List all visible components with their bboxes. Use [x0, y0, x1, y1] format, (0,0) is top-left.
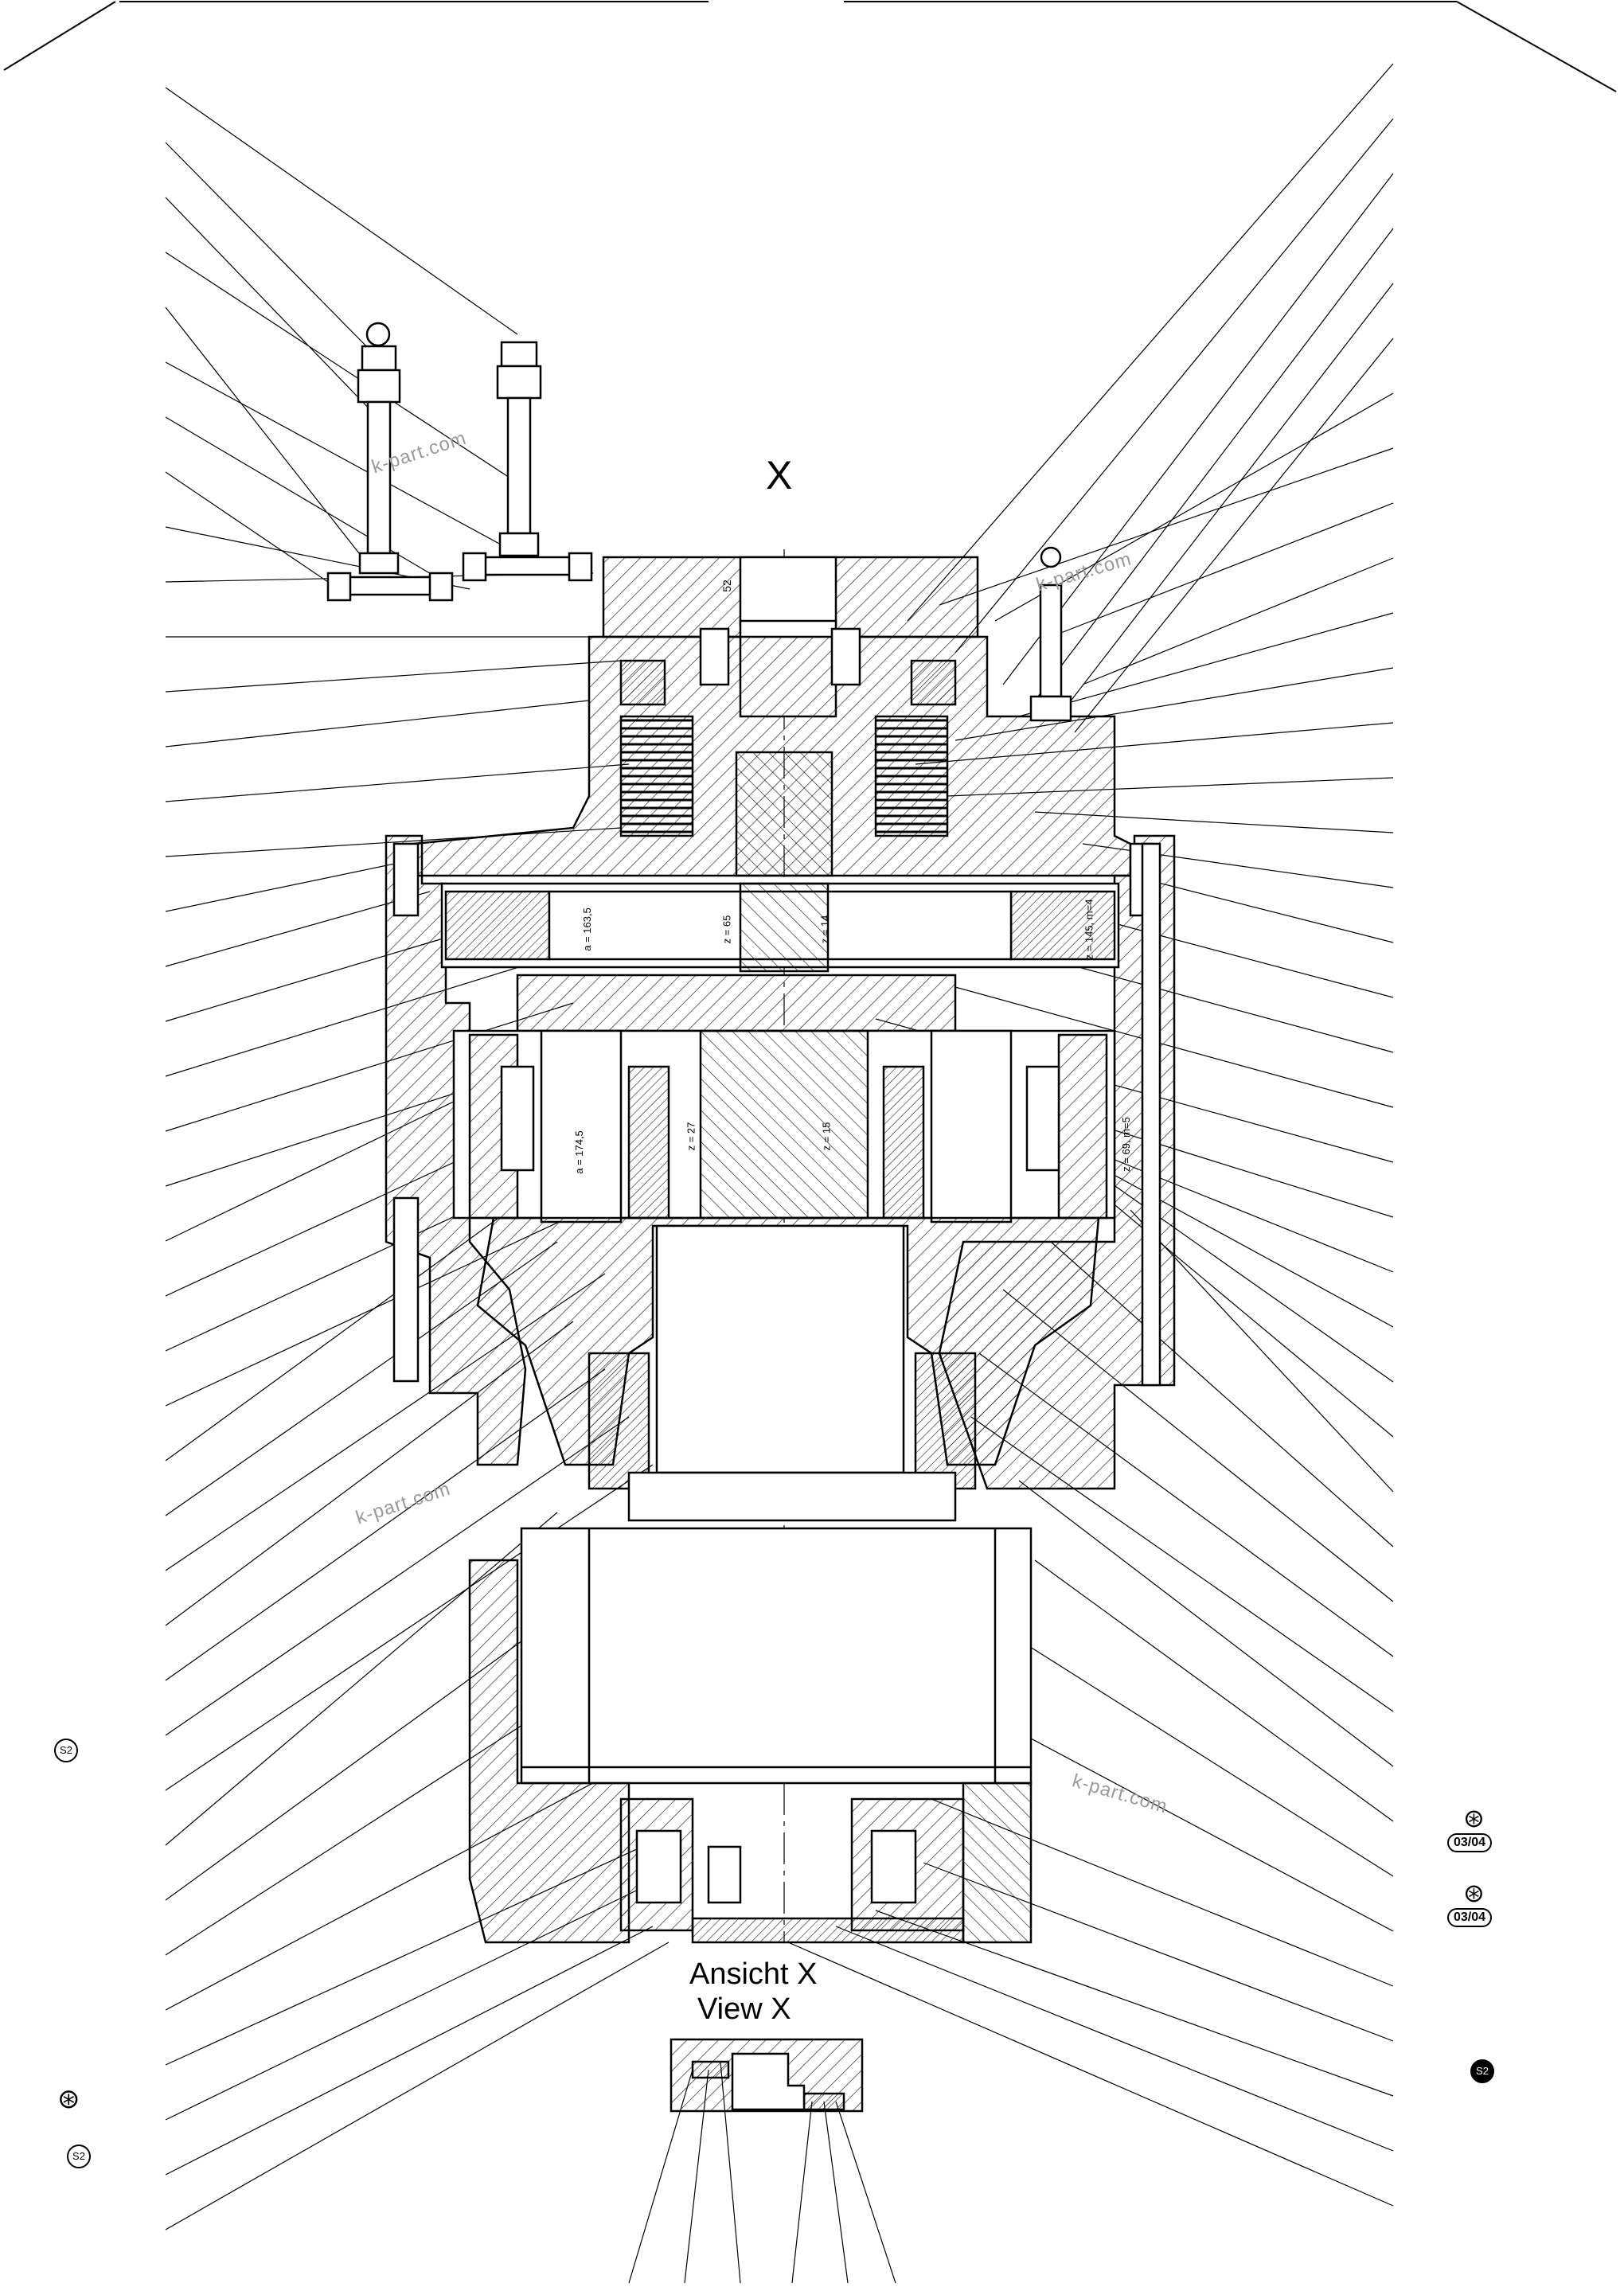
leader-line-right — [1050, 502, 1394, 638]
dim-z14: z = 14 — [818, 915, 831, 944]
leader-line-left — [165, 1368, 606, 1681]
crosshair-icon-left: ⊛ — [57, 2084, 80, 2114]
dim-z69: z = 69, m=5 — [1119, 1117, 1132, 1172]
leader-line-right — [1002, 173, 1394, 685]
title-border — [3, 1, 1617, 92]
leader-line-right — [1058, 283, 1394, 717]
lower-bearing — [468, 1559, 1033, 1944]
leader-line-left — [165, 1416, 630, 1736]
dim-z65: z = 65 — [720, 915, 733, 944]
leader-line-right — [787, 1942, 1394, 2207]
leader-line-left — [165, 197, 375, 415]
leader-line-left — [165, 471, 351, 598]
view-title-en: View X — [697, 1992, 791, 2026]
leader-line-left — [165, 252, 510, 478]
leader-line-right — [1034, 228, 1394, 701]
output-stage — [476, 1216, 1100, 1522]
leader-line-right — [1074, 338, 1394, 733]
crosshair-icon-right-1: ⊛ — [1463, 1804, 1485, 1832]
leader-line-left — [165, 1591, 590, 1901]
date-code-badge-1: 03/04 — [1447, 1833, 1493, 1852]
crosshair-icon-right-2: ⊛ — [1463, 1879, 1485, 1907]
leader-line-right — [1082, 557, 1394, 685]
leader-line-left — [165, 859, 415, 912]
leader-line-right — [907, 63, 1394, 622]
dim-z27: z = 27 — [685, 1122, 697, 1151]
hydraulic-fittings — [326, 322, 593, 602]
leader-line-detail — [823, 2101, 849, 2284]
right-cylinder — [1029, 546, 1072, 722]
leader-line-right — [1018, 612, 1394, 717]
leader-line-left — [165, 660, 622, 693]
leader-line-left — [165, 700, 590, 747]
leader-line-right — [994, 1719, 1394, 1932]
detail-view-x — [670, 2038, 864, 2113]
leader-line-right — [954, 118, 1394, 654]
section-mark-x: X — [766, 453, 793, 498]
date-code-badge-2: 03/04 — [1447, 1908, 1493, 1927]
stage-two — [452, 1029, 1116, 1224]
s2-marker-right: S2 — [1470, 2059, 1494, 2083]
leader-line-left — [165, 1464, 654, 1791]
leader-line-left — [165, 361, 510, 550]
dim-a1745: a = 174,5 — [572, 1130, 585, 1174]
dim-z145: z = 145, m=4 — [1083, 899, 1095, 960]
leader-line-right — [1018, 1639, 1394, 1877]
leader-line-left — [165, 87, 518, 335]
leader-line-left — [165, 1926, 654, 2176]
leader-line-detail — [791, 2101, 813, 2284]
leader-line-right — [939, 447, 1394, 606]
dim-a1635: a = 163,5 — [580, 907, 593, 951]
brake-housing — [412, 627, 1132, 877]
leader-line-left — [165, 142, 379, 359]
leader-line-left — [165, 1942, 670, 2230]
leader-line-left — [165, 306, 363, 558]
s2-marker-left-lower: S2 — [67, 2145, 91, 2168]
view-title-de: Ansicht X — [689, 1957, 818, 1991]
leader-line-left — [165, 1002, 574, 1132]
leader-line-left — [165, 954, 558, 1077]
output-pinion — [520, 1527, 1033, 1785]
leader-line-left — [165, 763, 630, 802]
stage-one — [440, 882, 1120, 1032]
dim-z15: z = 15 — [820, 1122, 833, 1151]
leader-line-left — [165, 416, 451, 586]
date-code-2: 03/04 — [1447, 1908, 1493, 1927]
leader-line-detail — [835, 2101, 896, 2284]
dim-52: 52 — [720, 580, 733, 592]
view-x-title: Ansicht X View X — [689, 1957, 818, 2027]
leader-line-right — [1034, 1559, 1394, 1822]
s2-marker-left-upper: S2 — [54, 1739, 78, 1762]
date-code-1: 03/04 — [1447, 1833, 1493, 1852]
leader-line-right — [994, 392, 1394, 622]
leader-line-right — [1018, 1480, 1394, 1767]
leader-line-right — [1034, 954, 1394, 1053]
leader-line-right — [835, 1926, 1394, 2152]
